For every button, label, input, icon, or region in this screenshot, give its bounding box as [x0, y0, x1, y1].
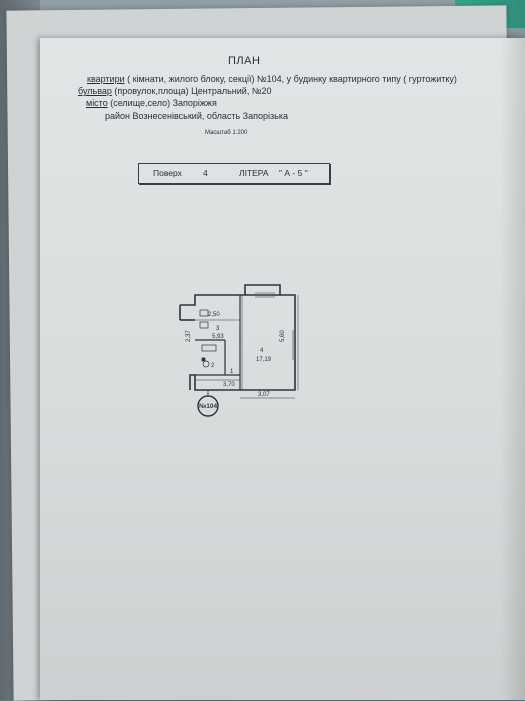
room-3-area: 5,93	[212, 334, 224, 340]
apartment-details: ( кімнати, жилого блоку, секції) №104, у…	[124, 74, 457, 84]
floor-number: 4	[203, 168, 208, 178]
room-4-area: 17,19	[256, 357, 272, 363]
dim-side-left: 2,37	[186, 330, 192, 342]
apartment-keyword: квартири	[87, 74, 125, 84]
plan-fixtures	[199, 309, 217, 368]
floor-plan-drawing: 2,50 2,37 5,60 3 5,93 4 17,19 2 1 3,70 3…	[179, 284, 299, 417]
city-keyword: місто	[86, 98, 108, 108]
floor-info-box: Поверх 4 ЛІТЕРА " А - 5 "	[138, 163, 330, 184]
room-1-number: 1	[230, 369, 234, 375]
apartment-stamp	[197, 390, 219, 417]
document-page	[40, 38, 525, 700]
room-4-number: 4	[260, 348, 264, 354]
plan-walls	[179, 284, 296, 391]
scale-label: Масштаб 1:200	[205, 130, 248, 136]
plan-windows	[255, 292, 294, 360]
litera-label: ЛІТЕРА	[239, 168, 269, 178]
plan-interior-walls	[195, 295, 243, 390]
document-title: ПЛАН	[228, 55, 261, 67]
floor-label: Поверх	[153, 168, 182, 178]
dim-side-right: 5,60	[280, 330, 286, 342]
street-keyword: бульвар	[78, 86, 112, 96]
document-line-street: бульвар (провулок,площа) Центральний, №2…	[78, 86, 272, 96]
street-details: (провулок,площа) Центральний, №20	[111, 86, 272, 96]
litera-value: " А - 5 "	[279, 168, 308, 178]
stamp-number: №104	[199, 403, 217, 410]
room-2-number: 2	[211, 363, 215, 369]
dim-bottom: 3,07	[258, 392, 270, 398]
dim-corridor: 3,70	[223, 382, 235, 388]
city-details: (селище,село) Запоріжжя	[107, 98, 217, 108]
plan-dimension-lines	[195, 295, 299, 399]
dim-top: 2,50	[208, 312, 220, 318]
document-line-city: місто (селище,село) Запоріжжя	[86, 98, 217, 108]
document-line-district: район Вознесенівський, область Запорізьк…	[105, 111, 288, 121]
room-3-number: 3	[216, 326, 220, 332]
document-line-apartment: квартири ( кімнати, жилого блоку, секції…	[87, 74, 457, 84]
